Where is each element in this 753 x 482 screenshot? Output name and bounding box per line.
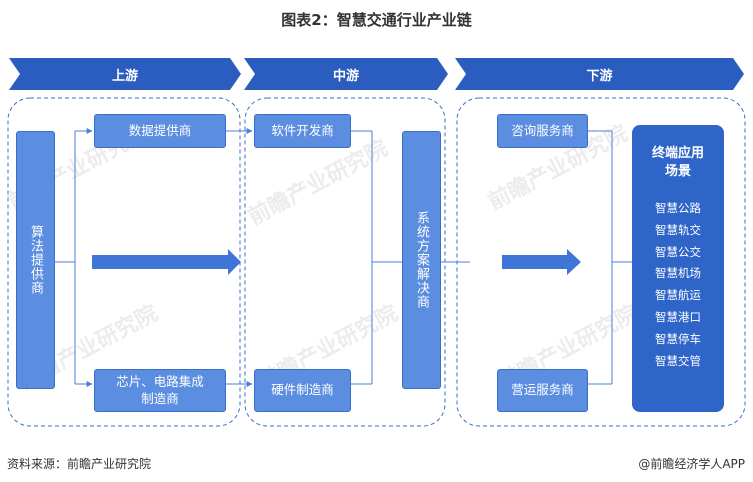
scenario-title: 终端应用场景 xyxy=(632,145,724,181)
source-note: 资料来源：前瞻产业研究院 xyxy=(7,457,152,471)
node-data-provider: 数据提供商 xyxy=(94,114,226,148)
node-solution-provider: 系统方案解决商 xyxy=(402,131,441,389)
scenario-item: 智慧航运 xyxy=(655,288,701,303)
big-arrow-upstream-to-midstream xyxy=(92,249,241,275)
stage-banner-midstream: 中游 xyxy=(244,58,448,90)
node-label: 软件开发商 xyxy=(271,122,334,138)
banner-shape-midstream xyxy=(244,58,448,90)
node-hardware-manufacturer: 硬件制造商 xyxy=(254,369,351,412)
stage-banner-upstream: 上游 xyxy=(9,58,241,90)
node-software-developer: 软件开发商 xyxy=(254,114,351,148)
scenario-list: 智慧公路 智慧轨交 智慧公交 智慧机场 智慧航运 智慧港口 智慧停车 智慧交管 xyxy=(632,198,724,372)
node-label: 咨询服务商 xyxy=(511,122,574,138)
stage-label-upstream: 上游 xyxy=(111,68,138,84)
scenario-title-text: 终端应用场景 xyxy=(651,146,704,180)
node-end-application-scenarios: 终端应用场景 智慧公路 智慧轨交 智慧公交 智慧机场 智慧航运 智慧港口 智慧停… xyxy=(632,125,724,412)
node-label: 硬件制造商 xyxy=(271,382,334,398)
scenario-item: 智慧公路 xyxy=(655,201,701,215)
scenario-item: 智慧轨交 xyxy=(655,222,701,237)
credit-note: @前瞻经济学人APP xyxy=(638,457,745,471)
banner-shape-downstream xyxy=(455,58,744,90)
scenario-item: 智慧停车 xyxy=(655,331,701,346)
node-algorithm-provider: 算法提供商 xyxy=(16,131,55,389)
scenario-item: 智慧交管 xyxy=(655,353,701,368)
node-label: 系统方案解决商 xyxy=(414,211,429,309)
scenario-item: 智慧机场 xyxy=(655,266,701,281)
stage-banner-downstream: 下游 xyxy=(455,58,744,90)
node-consulting-service: 咨询服务商 xyxy=(497,114,588,148)
stage-label-midstream: 中游 xyxy=(332,68,359,84)
node-label: 芯片、电路集成制造商 xyxy=(116,373,204,406)
big-arrow-downstream xyxy=(502,249,581,275)
node-operation-service: 营运服务商 xyxy=(497,369,588,412)
node-label: 数据提供商 xyxy=(128,122,192,138)
node-label: 营运服务商 xyxy=(511,382,574,398)
node-chip-provider: 芯片、电路集成制造商 xyxy=(94,369,226,412)
page-title: 图表2：智慧交通行业产业链 xyxy=(281,11,472,29)
node-label: 算法提供商 xyxy=(28,225,43,295)
scenario-item: 智慧港口 xyxy=(655,309,701,324)
stage-label-downstream: 下游 xyxy=(586,68,613,84)
banner-shape-upstream xyxy=(9,58,241,90)
scenario-item: 智慧公交 xyxy=(655,244,701,259)
